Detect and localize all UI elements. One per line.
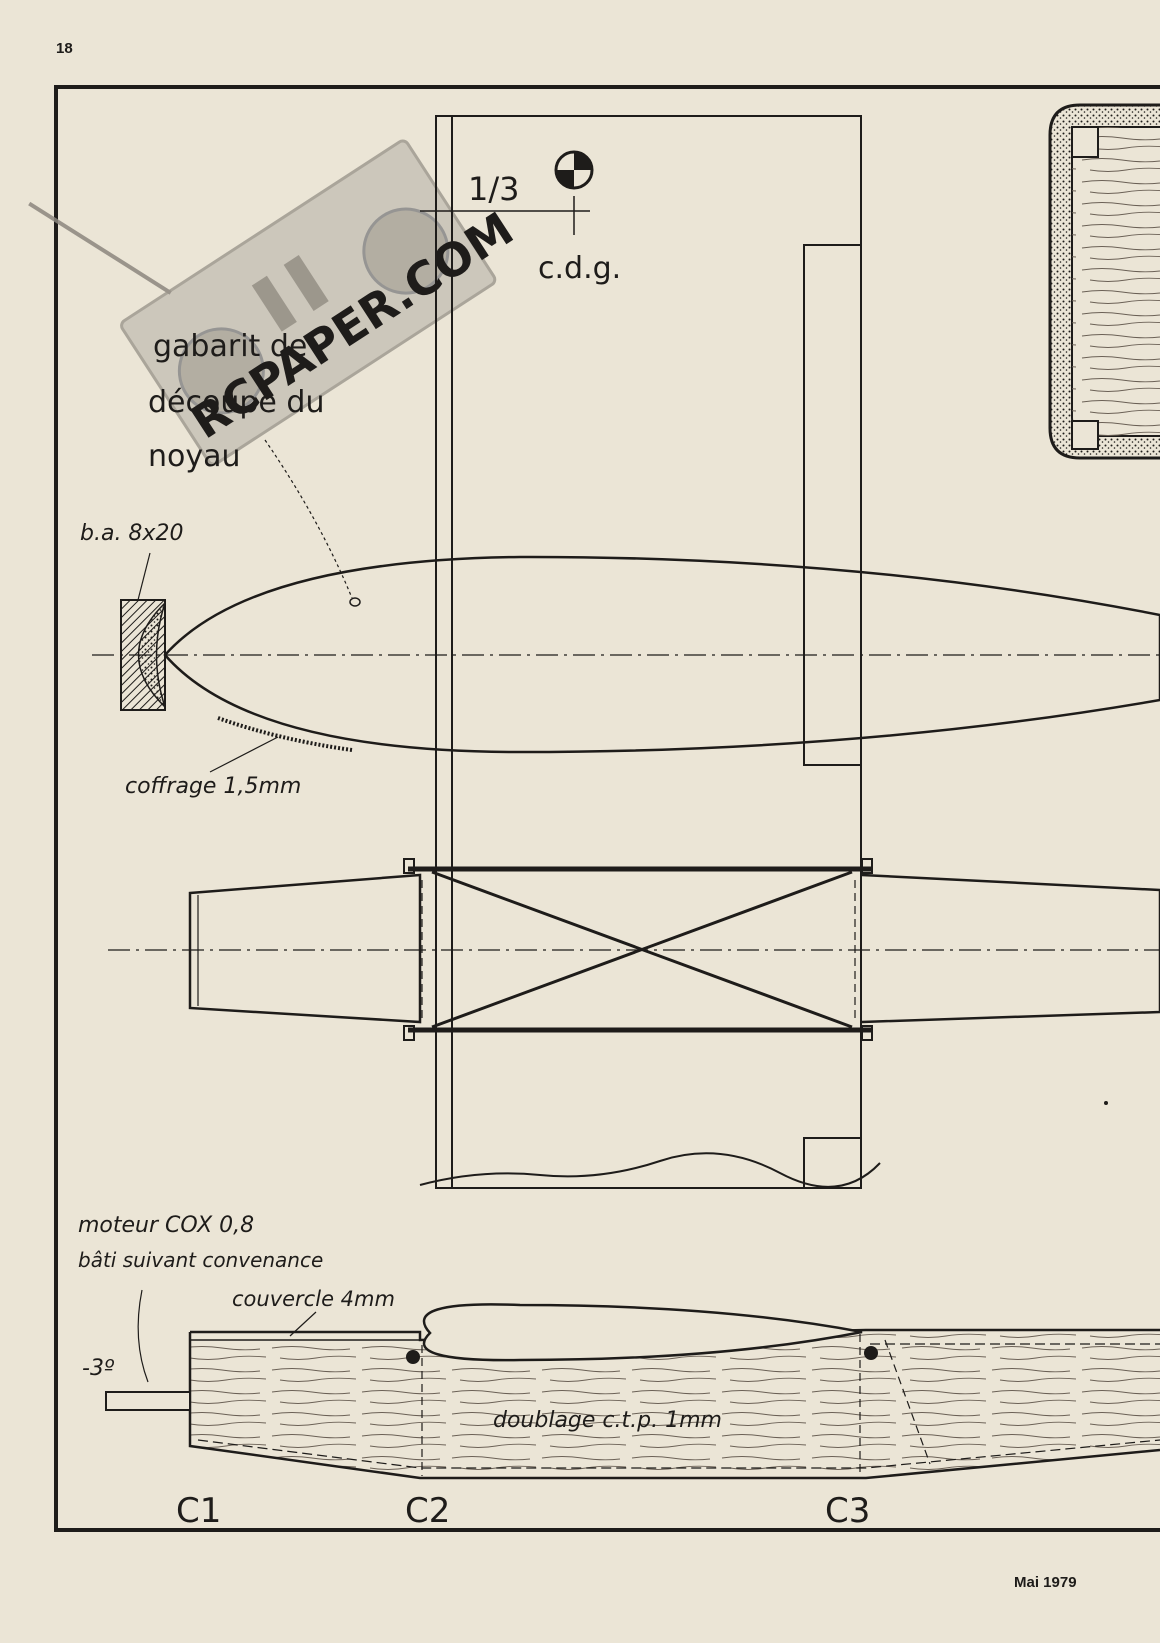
motor-label: moteur COX 0,8	[78, 1213, 254, 1238]
wing-profile	[163, 555, 1160, 754]
sheeting-label: coffrage 1,5mm	[125, 774, 301, 799]
mount-label: bâti suivant convenance	[78, 1248, 323, 1272]
template-label-1: gabarit de	[153, 329, 307, 364]
cg-fraction: 1/3	[468, 170, 520, 208]
radio-transmitter-watermark-icon	[28, 139, 497, 466]
break-line	[419, 1152, 881, 1188]
leading-edge-label: b.a. 8x20	[80, 521, 183, 546]
cg-symbol-icon	[554, 150, 594, 190]
aileron	[803, 244, 862, 766]
station-c2: C2	[405, 1491, 450, 1531]
doubler-label: doublage c.t.p. 1mm	[493, 1408, 722, 1433]
template-label-3: noyau	[148, 439, 241, 474]
template-label-2: découpe du	[148, 385, 324, 420]
fuselage-side	[105, 1303, 1160, 1480]
motor-shaft	[105, 1391, 191, 1411]
page-number: 18	[56, 40, 73, 57]
plan-frame	[54, 85, 1160, 1532]
lid-label: couvercle 4mm	[232, 1287, 395, 1311]
angle-label: -3º	[82, 1356, 115, 1381]
wing-root-profile	[422, 1303, 863, 1362]
fuselage-plan-front	[188, 873, 422, 1024]
cg-label: c.d.g.	[538, 251, 621, 286]
station-c1: C1	[176, 1491, 221, 1531]
issue-date: Mai 1979	[1014, 1574, 1077, 1591]
station-c3: C3	[825, 1491, 870, 1531]
fuselage-plan-rear	[861, 873, 1160, 1024]
wood-cross-section	[1048, 103, 1160, 460]
